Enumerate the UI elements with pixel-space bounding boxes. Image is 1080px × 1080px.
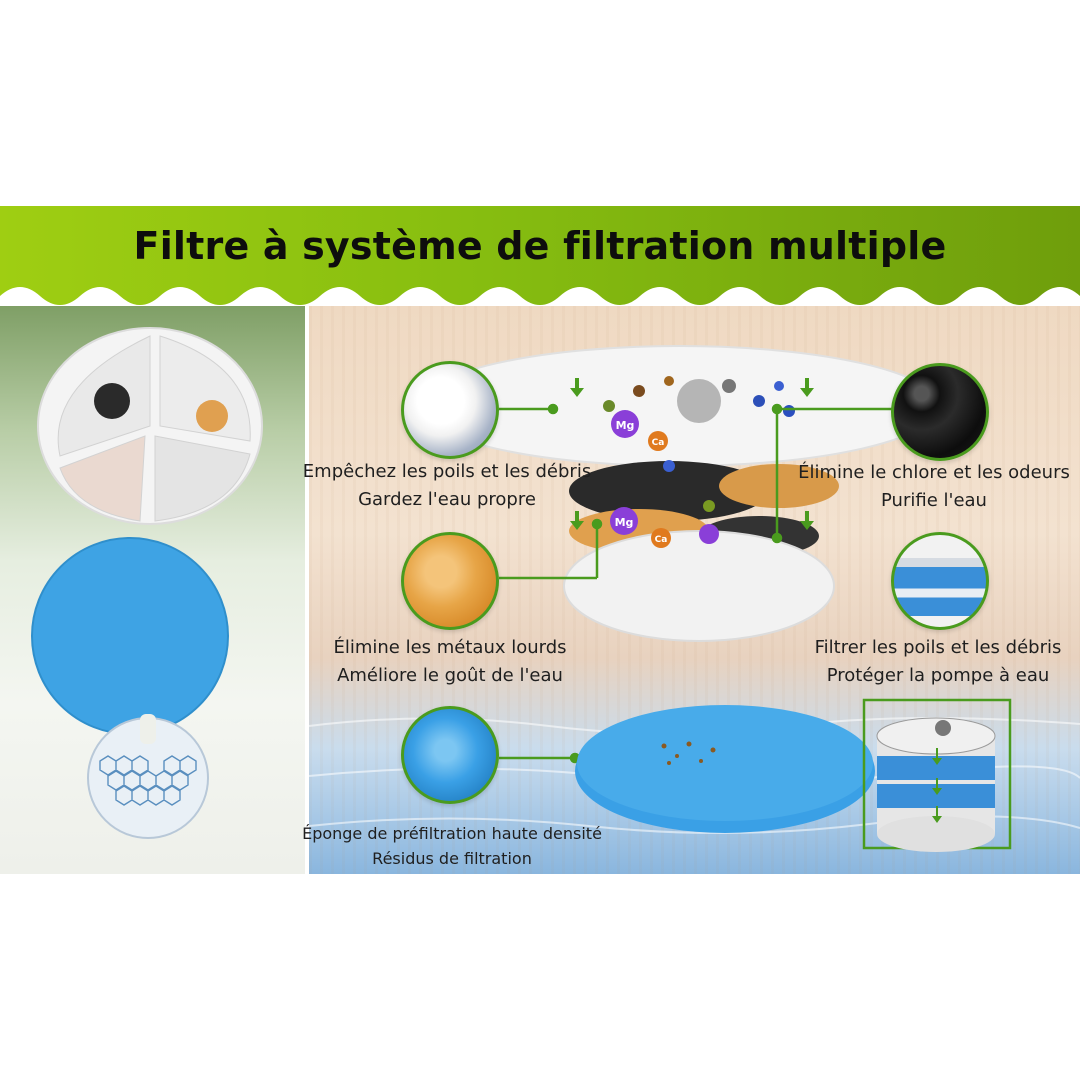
product-photo [31, 327, 263, 839]
connector-lines [499, 403, 894, 764]
feature-caption-resin: Élimine les métaux lourds Améliore le go… [300, 634, 600, 690]
feature-line1: Éponge de préfiltration haute densité [302, 824, 602, 843]
product-banner: Filtre à système de filtration multiple [0, 206, 1080, 874]
feature-line1: Élimine le chlore et les odeurs [798, 462, 1070, 483]
feature-caption-carbon: Élimine le chlore et les odeurs Purifie … [791, 459, 1077, 515]
ion-exchange-resin-icon [401, 532, 499, 630]
activated-carbon-icon [891, 363, 989, 461]
ion-mg-label: Mg [615, 516, 634, 529]
filter-diagram: Mg Ca Mg Ca [308, 345, 1080, 852]
feature-line2: Résidus de filtration [372, 849, 532, 868]
ion-markers [610, 410, 719, 548]
feature-line2: Gardez l'eau propre [358, 489, 536, 510]
cotton-icon [401, 361, 499, 459]
feature-caption-sponge: Éponge de préfiltration haute densité Ré… [292, 821, 612, 871]
ion-ca-label: Ca [655, 535, 668, 545]
flow-arrows [570, 378, 814, 530]
feature-line2: Protéger la pompe à eau [826, 665, 1050, 686]
feature-line1: Élimine les métaux lourds [333, 637, 567, 658]
feature-line1: Empêchez les poils et les débris [302, 461, 592, 482]
layered-filter-icon [891, 532, 989, 630]
feature-caption-cotton: Empêchez les poils et les débris Gardez … [288, 458, 606, 514]
ion-mg-label: Mg [616, 419, 635, 432]
feature-line2: Améliore le goût de l'eau [337, 665, 563, 686]
product-photo-panel [0, 306, 305, 874]
infographic-panel: Mg Ca Mg Ca [302, 306, 1080, 874]
feature-caption-layered: Filtrer les poils et les débris Protéger… [799, 634, 1077, 690]
feature-line1: Filtrer les poils et les débris [814, 637, 1062, 658]
feature-line2: Purifie l'eau [881, 490, 987, 511]
page-title: Filtre à système de filtration multiple [133, 224, 947, 268]
panel-divider [305, 306, 309, 874]
cylinder-filter [876, 717, 996, 852]
blue-sponge-icon [401, 706, 499, 804]
ion-ca-label: Ca [652, 438, 665, 448]
